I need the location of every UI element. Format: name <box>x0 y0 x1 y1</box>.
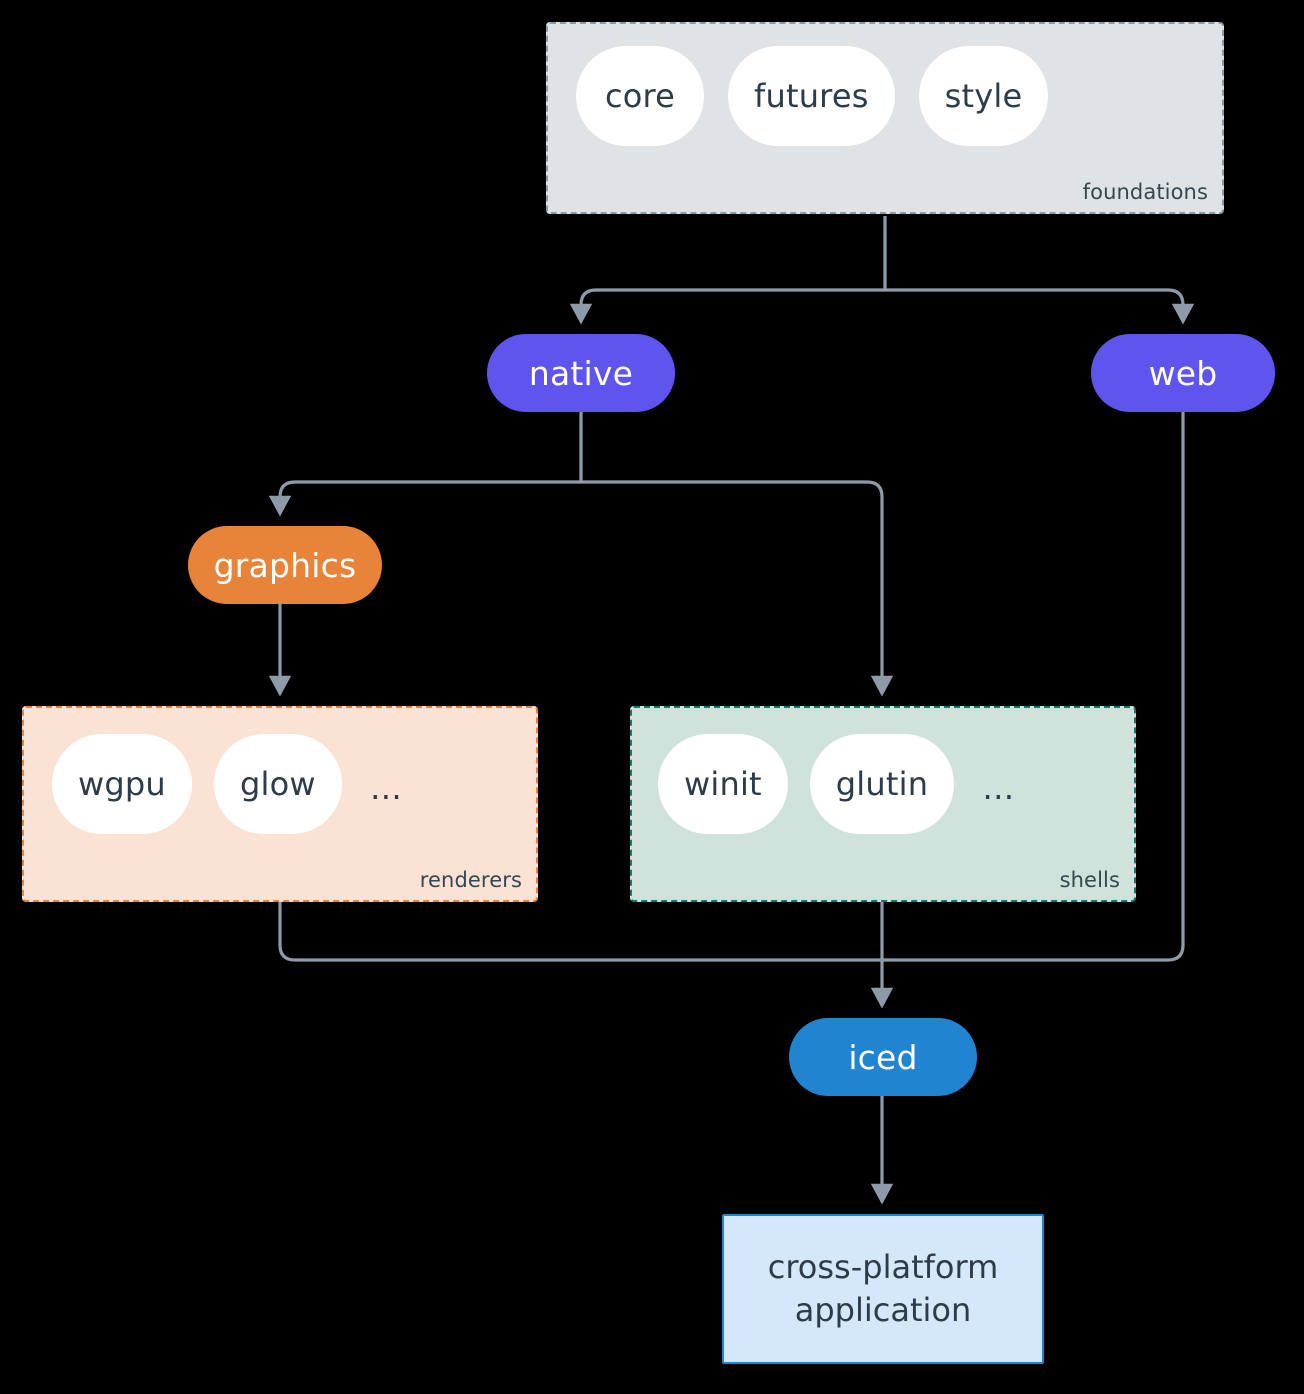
node-graphics[interactable]: graphics <box>188 526 382 604</box>
application-line-1: cross-platform <box>767 1247 999 1286</box>
edge-native-to-shells <box>581 480 894 697</box>
group-renderers: wgpu glow … renderers <box>22 706 538 902</box>
group-label-foundations: foundations <box>1082 180 1208 204</box>
foundations-item-futures[interactable]: futures <box>728 46 895 146</box>
group-foundations: core futures style foundations <box>546 22 1224 214</box>
shells-items: winit glutin … <box>658 734 1020 834</box>
foundations-item-style[interactable]: style <box>918 46 1049 146</box>
renderers-item-wgpu[interactable]: wgpu <box>52 734 192 834</box>
group-label-renderers: renderers <box>419 868 522 892</box>
foundations-item-core[interactable]: core <box>576 46 704 146</box>
application-line-2: application <box>794 1291 972 1329</box>
node-cross-platform-application[interactable]: cross-platform application <box>722 1214 1044 1364</box>
shells-ellipsis: … <box>982 769 1015 807</box>
edge-foundations-to-native <box>569 288 885 325</box>
shells-item-glutin[interactable]: glutin <box>809 734 955 834</box>
edge-renderers-to-merge <box>278 902 882 962</box>
group-shells: winit glutin … shells <box>630 706 1136 902</box>
renderers-item-glow[interactable]: glow <box>213 734 342 834</box>
renderers-ellipsis: … <box>369 769 402 807</box>
edge-foundations-to-web <box>885 288 1195 325</box>
renderers-items: wgpu glow … <box>52 734 408 834</box>
foundations-items: core futures style <box>576 46 1049 146</box>
node-native[interactable]: native <box>487 334 675 412</box>
shells-item-winit[interactable]: winit <box>658 734 788 834</box>
group-label-shells: shells <box>1059 868 1120 892</box>
node-web[interactable]: web <box>1091 334 1275 412</box>
edge-native-to-graphics <box>268 480 581 517</box>
node-iced[interactable]: iced <box>789 1018 977 1096</box>
